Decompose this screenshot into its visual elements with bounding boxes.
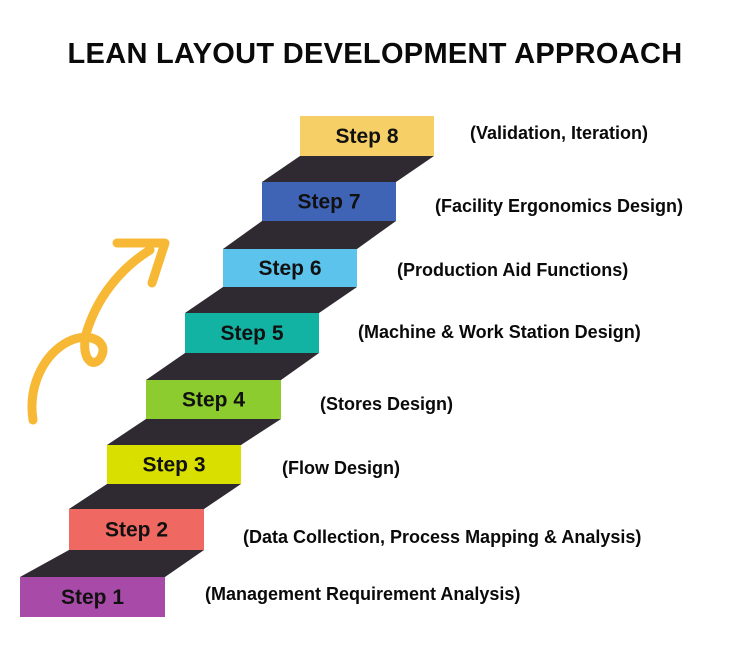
step-label: Step 5: [220, 322, 283, 345]
step-description: (Data Collection, Process Mapping & Anal…: [243, 527, 642, 547]
step-block: Step 5: [185, 313, 319, 353]
step-box: [185, 313, 319, 353]
step-block: Step 4: [146, 380, 281, 419]
stair-riser: [185, 287, 357, 313]
step-block: Step 6: [223, 249, 357, 287]
step-description: (Flow Design): [282, 458, 400, 478]
stair-riser: [262, 156, 434, 182]
arrow-head: [112, 238, 170, 288]
stair-riser: [223, 221, 396, 249]
step-label: Step 7: [297, 191, 360, 214]
step-box: [223, 249, 357, 287]
step-block: Step 2: [69, 509, 204, 550]
step-box: [146, 380, 281, 419]
step-block: Step 3: [107, 445, 241, 484]
step-label: Step 2: [105, 519, 168, 542]
curly-up-arrow-icon: [27, 245, 155, 425]
stair-riser: [107, 419, 281, 445]
step-label: Step 4: [182, 389, 245, 412]
step-label: Step 6: [258, 257, 321, 280]
step-box: [69, 509, 204, 550]
step-block: Step 7: [262, 182, 396, 221]
step-description: (Machine & Work Station Design): [358, 322, 641, 342]
step-box: [300, 116, 434, 156]
step-description: (Stores Design): [320, 394, 454, 414]
diagram-title: LEAN LAYOUT DEVELOPMENT APPROACH: [67, 38, 683, 70]
stair-riser: [146, 353, 319, 380]
step-block: Step 1: [20, 577, 165, 617]
step-description: (Facility Ergonomics Design): [435, 196, 684, 216]
step-label: Step 8: [335, 125, 398, 148]
step-label: Step 3: [142, 454, 205, 477]
step-block: Step 8: [300, 116, 434, 156]
step-label: Step 1: [61, 586, 124, 609]
stair-riser: [20, 550, 204, 577]
step-description: (Management Requirement Analysis): [205, 584, 521, 604]
stair-risers: [20, 156, 434, 577]
step-box: [107, 445, 241, 484]
step-box: [20, 577, 165, 617]
step-box: [262, 182, 396, 221]
step-description: (Validation, Iteration): [470, 123, 649, 143]
stair-riser: [69, 484, 241, 509]
step-description: (Production Aid Functions): [397, 260, 629, 280]
stair-steps: Step 1 Step 2 Step 3 Step 4 Step 5 Step 6 Step…: [20, 116, 434, 617]
